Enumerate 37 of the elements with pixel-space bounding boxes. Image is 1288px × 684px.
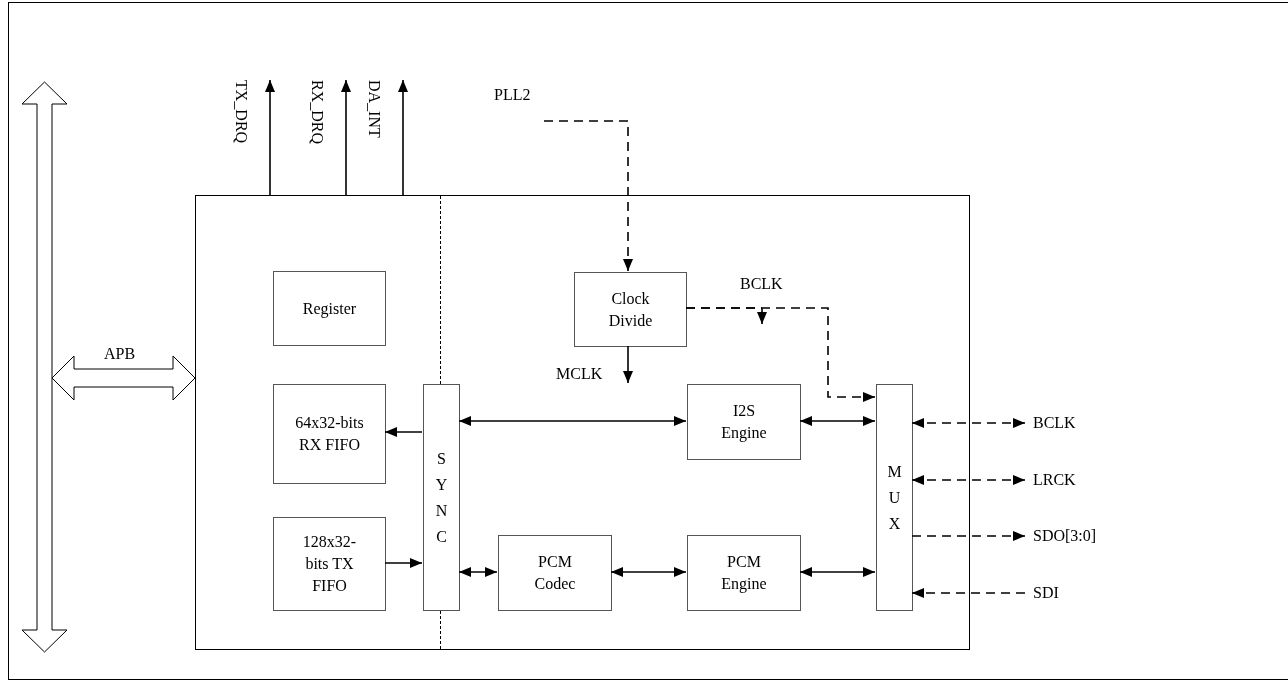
signal-label: SDO[3:0] — [1033, 525, 1097, 547]
vertical-block: MUX — [876, 384, 913, 611]
function-block: 128x32-bits TX FIFO — [273, 517, 386, 611]
arrow — [911, 588, 1026, 598]
bus-connector — [51, 355, 196, 401]
arrow — [458, 567, 498, 577]
signal-label: SDI — [1033, 582, 1059, 604]
signal-label: LRCK — [1033, 469, 1076, 491]
arrow — [623, 345, 633, 384]
arrow — [384, 558, 423, 568]
function-block: 64x32-bits RX FIFO — [273, 384, 386, 484]
arrow — [911, 475, 1026, 485]
arrow — [458, 416, 687, 426]
function-block: PCM Codec — [498, 535, 612, 611]
arrow — [398, 79, 408, 196]
vertical-block: SYNC — [423, 384, 460, 611]
arrow — [543, 120, 633, 272]
arrow — [911, 531, 1026, 541]
signal-label: BCLK — [1033, 412, 1076, 434]
function-block: Register — [273, 271, 386, 346]
function-block: Clock Divide — [574, 272, 687, 347]
arrow — [610, 567, 687, 577]
arrow — [341, 79, 351, 196]
edge-label: DA_INT — [365, 80, 384, 138]
arrow — [265, 79, 275, 196]
function-block: I2S Engine — [687, 384, 801, 460]
module-box — [195, 195, 970, 650]
signal-label: PLL2 — [494, 84, 531, 106]
arrow — [384, 427, 423, 437]
bus-arrow — [22, 82, 67, 652]
edge-label: TX_DRQ — [232, 80, 251, 144]
edge-label: RX_DRQ — [308, 80, 327, 144]
arrow — [799, 416, 876, 426]
arrow — [799, 567, 876, 577]
arrow — [911, 418, 1026, 428]
arrow — [685, 307, 767, 325]
function-block: PCM Engine — [687, 535, 801, 611]
